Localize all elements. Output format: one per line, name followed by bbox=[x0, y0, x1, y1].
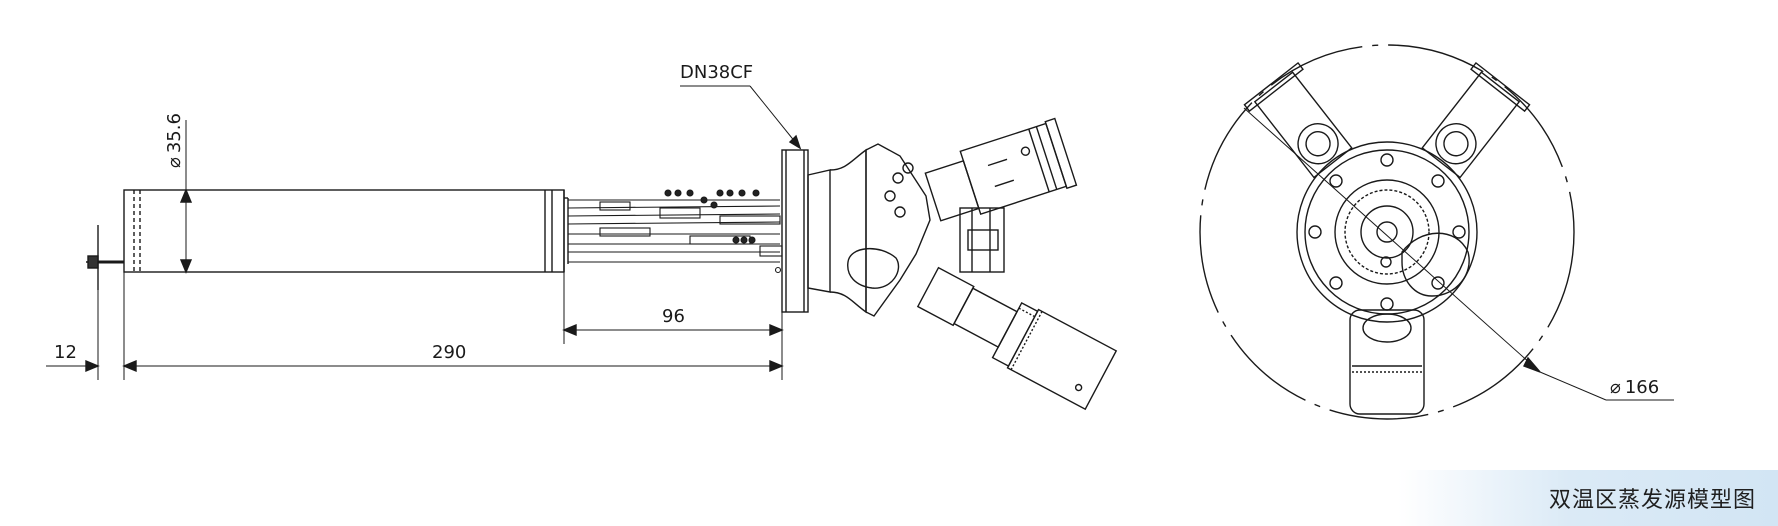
dim-label-tube-diameter: ⌀35.6 bbox=[164, 113, 185, 168]
end-view-cell-right bbox=[1421, 61, 1531, 179]
tip-probe bbox=[86, 225, 124, 290]
dim-body-290: 290 bbox=[124, 312, 784, 380]
dim-label-end-view-diameter: ⌀166 bbox=[1610, 377, 1659, 398]
end-view-cell-bottom bbox=[1349, 309, 1425, 415]
dim-label-body-length: 290 bbox=[432, 342, 466, 363]
end-view-cell-left bbox=[1243, 61, 1353, 179]
dim-diameter-35-6: ⌀35.6 bbox=[124, 113, 200, 274]
crucible-tube bbox=[123, 189, 569, 273]
flange-callout: DN38CF bbox=[680, 62, 802, 150]
upper-cell bbox=[924, 117, 1078, 222]
dim-feedthrough-96: 96 bbox=[562, 272, 784, 344]
dim-diameter-166: ⌀166 bbox=[1243, 107, 1674, 401]
caption-banner bbox=[1398, 470, 1778, 526]
end-view-flange bbox=[1296, 141, 1478, 323]
flange-label: DN38CF bbox=[680, 62, 753, 83]
cell-head bbox=[847, 143, 931, 317]
support-rods bbox=[567, 189, 783, 274]
valve-block bbox=[959, 207, 1005, 273]
lower-cell bbox=[916, 266, 1118, 411]
dim-label-feedthrough-length: 96 bbox=[662, 306, 685, 327]
cf-flange bbox=[781, 148, 867, 314]
end-view: ⌀166 bbox=[1199, 44, 1674, 420]
dim-label-tip-length: 12 bbox=[54, 342, 77, 363]
figure-caption: 双温区蒸发源模型图 bbox=[1548, 488, 1756, 513]
side-view: ⌀35.6 12 290 96 bbox=[46, 62, 1118, 411]
dim-tip-12: 12 bbox=[46, 272, 137, 380]
